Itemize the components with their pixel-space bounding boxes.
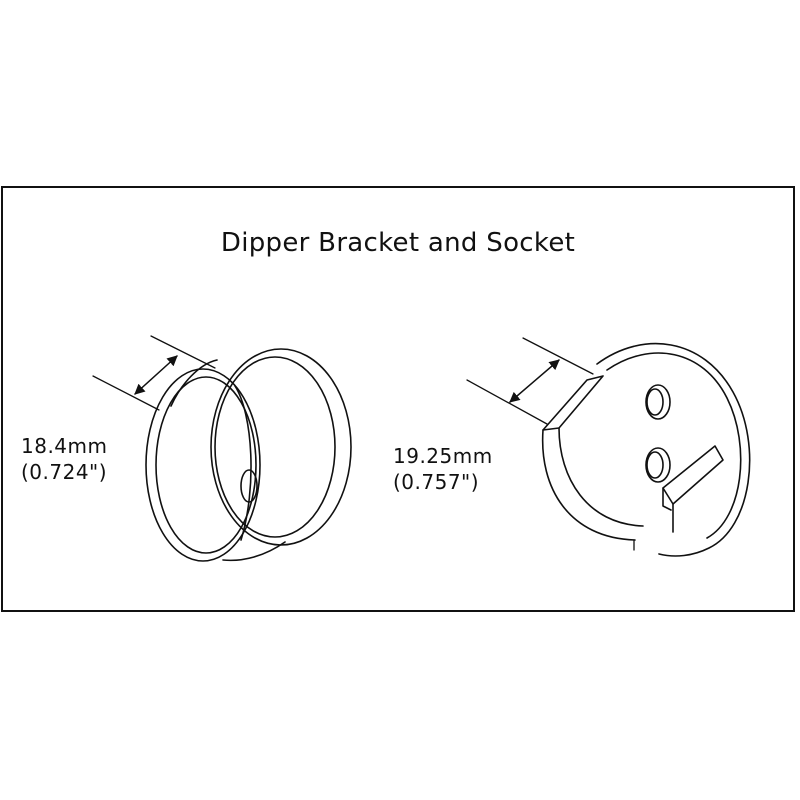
diagram-title: Dipper Bracket and Socket [220,228,576,258]
socket-wall-bottom [662,445,724,505]
bracket-flange-outer [210,348,352,546]
bracket-front-ring-outer [145,368,261,562]
bracket-dimension-label: 18.4mm (0.724") [21,433,108,485]
line-drawing [92,335,751,562]
bracket-front-ring-inner [155,376,257,554]
socket-dimension-in: (0.757") [393,470,480,494]
bracket-flange-inner [214,356,336,538]
socket-dimension-label: 19.25mm (0.757") [393,443,493,495]
bracket-drawing [92,335,352,562]
bracket-dimension-in: (0.724") [21,460,108,484]
bracket-body-top [170,359,218,407]
diagram-frame: Dipper Bracket and Socket [1,186,795,612]
socket-hole-top [645,384,671,420]
socket-hole-bottom-depth [646,451,664,479]
socket-lip-inner [558,427,644,527]
socket-hole-top-depth [646,388,664,416]
bracket-extension-line-top [150,335,216,369]
socket-wall-top [542,375,604,431]
bracket-bore-hole [240,469,258,503]
socket-hole-bottom [645,447,671,483]
bracket-bore [234,385,252,541]
bracket-dimension-mm: 18.4mm [21,434,108,458]
socket-dimension-mm: 19.25mm [393,444,493,468]
socket-dimension-arrow [509,359,560,403]
bracket-extension-line-bottom [92,375,160,411]
socket-plate-inner [606,352,742,539]
socket-lip-outer [541,429,636,541]
socket-drawing [466,337,751,557]
socket-notch [662,487,672,511]
socket-extension-line-bottom [466,379,548,425]
bracket-dimension-arrow [134,355,178,395]
socket-extension-line-top [522,337,594,375]
bracket-body-bottom [222,541,286,562]
socket-plate-outer [596,342,751,557]
